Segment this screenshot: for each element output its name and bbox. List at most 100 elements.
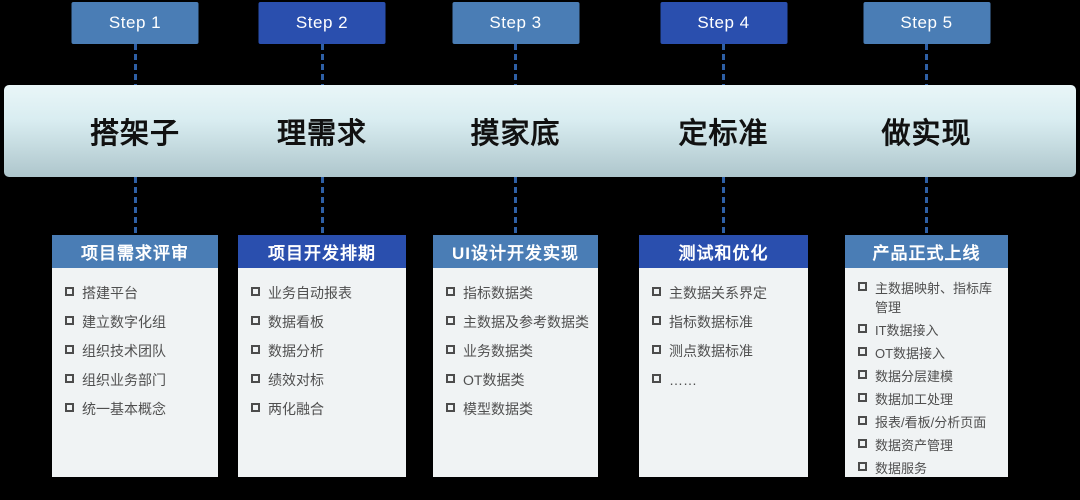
list-item-text: 统一基本概念 — [82, 401, 166, 417]
connector-line-bottom — [925, 177, 928, 235]
list-item: 组织业务部门 — [65, 370, 212, 390]
card-list: 业务自动报表数据看板数据分析绩效对标两化融合 — [238, 268, 406, 419]
phase-card: UI设计开发实现 指标数据类主数据及参考数据类业务数据类 OT数据类模型数据类 — [433, 235, 598, 477]
step-button-label: Step 5 — [900, 13, 953, 32]
list-item-text: 两化融合 — [268, 401, 324, 417]
square-bullet-icon — [858, 393, 867, 402]
list-item: 主数据关系界定 — [652, 283, 802, 303]
list-item-text: 搭建平台 — [82, 285, 138, 301]
step-column: Step 4 定标准 测试和优化 主数据关系界定指标数据标准测点数据标准 …… — [639, 0, 808, 500]
list-item: 测点数据标准 — [652, 341, 802, 361]
card-list: 主数据关系界定指标数据标准测点数据标准 …… — [639, 268, 808, 390]
list-item: 业务数据类 — [446, 341, 592, 361]
square-bullet-icon — [446, 345, 455, 354]
list-item: 两化融合 — [251, 399, 400, 419]
square-bullet-icon — [652, 287, 661, 296]
list-item-text: 模型数据类 — [463, 401, 533, 417]
list-item: 业务自动报表 — [251, 283, 400, 303]
list-item-text: 数据加工处理 — [875, 392, 954, 407]
card-list: 搭建平台建立数字化组组织技术团队组织业务部门统一基本概念 — [52, 268, 218, 419]
list-item: 数据资产管理 — [858, 436, 1002, 455]
step-button[interactable]: Step 3 — [452, 2, 579, 44]
list-item: 指标数据标准 — [652, 312, 802, 332]
card-list: 主数据映射、指标库管理 IT数据接入 OT数据接入数据分层建模数据加工处理报表/看板… — [845, 268, 1008, 478]
connector-line-bottom — [320, 177, 324, 235]
square-bullet-icon — [446, 374, 455, 383]
step-button-label: Step 3 — [489, 13, 542, 32]
square-bullet-icon — [251, 316, 260, 325]
square-bullet-icon — [446, 403, 455, 412]
list-item: 主数据映射、指标库管理 — [858, 279, 1002, 317]
card-title: UI设计开发实现 — [433, 235, 598, 268]
list-item-text: 指标数据标准 — [669, 314, 753, 330]
phase-label: 搭架子 — [89, 118, 180, 150]
list-item-text: 建立数字化组 — [82, 314, 166, 330]
connector-line-bottom — [133, 177, 137, 235]
connector-line-top — [514, 44, 517, 85]
step-column: Step 1 搭架子 项目需求评审 搭建平台建立数字化组组织技术团队组织业务部门… — [52, 0, 218, 500]
phase-banner — [4, 85, 1076, 177]
step-button[interactable]: Step 2 — [258, 2, 386, 44]
list-item: 指标数据类 — [446, 283, 592, 303]
card-title: 产品正式上线 — [845, 235, 1008, 268]
step-button-label: Step 1 — [108, 13, 162, 32]
connector-line-top — [320, 44, 324, 85]
list-item-text: 组织技术团队 — [82, 343, 166, 359]
list-item-text: OT数据类 — [463, 372, 525, 388]
list-item: IT数据接入 — [858, 321, 1002, 340]
list-item: 数据分层建模 — [858, 367, 1002, 386]
square-bullet-icon — [65, 345, 74, 354]
list-item: 报表/看板/分析页面 — [858, 413, 1002, 432]
square-bullet-icon — [652, 345, 661, 354]
list-item-text: 主数据及参考数据类 — [463, 314, 589, 330]
connector-line-top — [722, 44, 725, 85]
square-bullet-icon — [858, 282, 867, 291]
list-item-text: 数据资产管理 — [875, 438, 954, 453]
list-item: 搭建平台 — [65, 283, 212, 303]
square-bullet-icon — [251, 287, 260, 296]
square-bullet-icon — [446, 316, 455, 325]
phase-card: 项目开发排期 业务自动报表数据看板数据分析绩效对标两化融合 — [238, 235, 406, 477]
connector-line-bottom — [514, 177, 517, 235]
square-bullet-icon — [858, 416, 867, 425]
step-button-label: Step 2 — [295, 13, 349, 32]
step-button[interactable]: Step 4 — [660, 2, 787, 44]
phase-card: 产品正式上线 主数据映射、指标库管理 IT数据接入 OT数据接入数据分层建模数据加工… — [845, 235, 1008, 477]
card-title: 项目需求评审 — [52, 235, 218, 268]
square-bullet-icon — [858, 462, 867, 471]
list-item-text: 数据分析 — [268, 343, 324, 359]
list-item-text: 报表/看板/分析页面 — [875, 415, 987, 430]
square-bullet-icon — [446, 287, 455, 296]
step-button-label: Step 4 — [697, 13, 750, 32]
list-item-text: 主数据映射、指标库管理 — [875, 281, 993, 315]
list-item: 组织技术团队 — [65, 341, 212, 361]
list-item-text: 数据分层建模 — [875, 369, 954, 384]
square-bullet-icon — [65, 374, 74, 383]
square-bullet-icon — [858, 347, 867, 356]
card-title: 测试和优化 — [639, 235, 808, 268]
list-item-text: 业务自动报表 — [268, 285, 352, 301]
connector-line-bottom — [722, 177, 725, 235]
step-button[interactable]: Step 1 — [71, 2, 199, 44]
list-item: 数据加工处理 — [858, 390, 1002, 409]
phase-label: 定标准 — [678, 118, 769, 150]
square-bullet-icon — [652, 374, 661, 383]
list-item-text: 数据看板 — [268, 314, 324, 330]
step-button[interactable]: Step 5 — [863, 2, 990, 44]
square-bullet-icon — [65, 403, 74, 412]
list-item-text: 测点数据标准 — [669, 343, 753, 359]
list-item: 统一基本概念 — [65, 399, 212, 419]
list-item: 模型数据类 — [446, 399, 592, 419]
phase-label: 理需求 — [276, 118, 367, 150]
list-item: OT数据接入 — [858, 344, 1002, 363]
list-item-text: 业务数据类 — [463, 343, 533, 359]
list-item-text: 组织业务部门 — [82, 372, 166, 388]
list-item: 建立数字化组 — [65, 312, 212, 332]
list-item-text: IT数据接入 — [875, 323, 939, 338]
list-item-text: …… — [669, 372, 697, 388]
list-item: 主数据及参考数据类 — [446, 312, 592, 332]
list-item-text: 主数据关系界定 — [669, 285, 767, 301]
